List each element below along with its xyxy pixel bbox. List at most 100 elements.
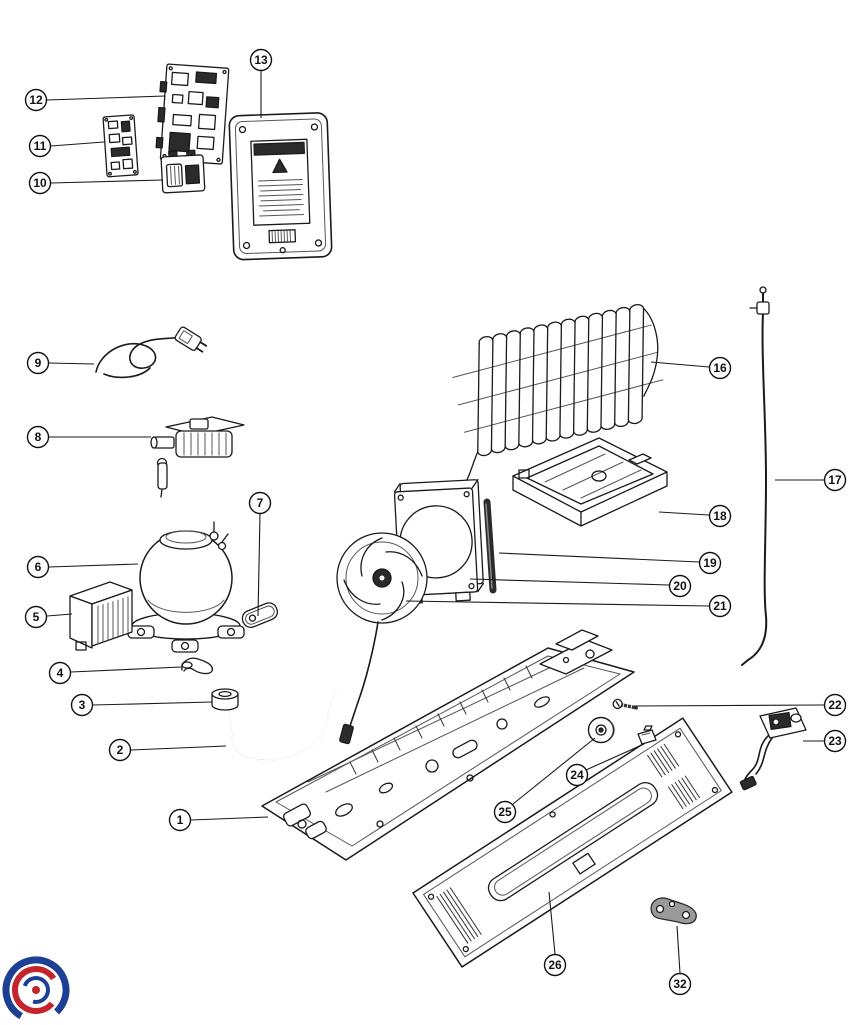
leader-line — [50, 179, 164, 184]
leader-line — [585, 743, 645, 771]
callout-25[interactable]: 25 — [493, 800, 517, 824]
long-tube — [741, 286, 770, 666]
grommet — [211, 688, 239, 711]
callout-6[interactable]: 6 — [26, 555, 50, 579]
leader-line — [548, 891, 556, 955]
switch-assembly — [739, 707, 807, 791]
callout-4-label: 4 — [57, 666, 64, 680]
drain-tube — [227, 693, 337, 762]
fan-wire — [339, 621, 379, 745]
leader-line — [633, 704, 825, 707]
callout-4[interactable]: 4 — [48, 661, 72, 685]
leader-line — [70, 666, 182, 673]
callout-12[interactable]: 12 — [24, 88, 48, 112]
callout-20-label: 20 — [673, 579, 687, 593]
brand-logo — [0, 952, 74, 1025]
callout-7[interactable]: 7 — [248, 491, 272, 515]
fan-blade — [336, 532, 428, 624]
leader-line — [512, 737, 596, 805]
callout-19[interactable]: 19 — [698, 551, 722, 575]
leader-line — [46, 95, 166, 101]
callout-13-label: 13 — [254, 53, 268, 67]
leader-line — [50, 141, 105, 147]
power-cord — [95, 326, 208, 379]
callout-17-label: 17 — [828, 473, 842, 487]
water-inlet-valve — [150, 416, 245, 498]
retainer-clip — [181, 657, 214, 675]
display-board — [102, 114, 139, 178]
leader-line — [658, 511, 710, 516]
leader-line — [257, 513, 261, 617]
callout-26-label: 26 — [548, 958, 562, 972]
callout-20[interactable]: 20 — [668, 574, 692, 598]
callout-23-label: 23 — [828, 734, 842, 748]
leader-line — [48, 362, 95, 365]
callout-3[interactable]: 3 — [70, 693, 94, 717]
base-plate — [261, 629, 635, 861]
roller — [587, 716, 615, 744]
callout-1-label: 1 — [177, 813, 184, 827]
relay-cover — [69, 581, 133, 651]
callout-1[interactable]: 1 — [168, 808, 192, 832]
callout-5[interactable]: 5 — [24, 605, 48, 629]
callout-10-label: 10 — [33, 176, 47, 190]
callout-18-label: 18 — [713, 509, 727, 523]
screw — [612, 698, 638, 710]
callout-22[interactable]: 22 — [823, 693, 847, 717]
callout-7-label: 7 — [257, 496, 264, 510]
callout-6-label: 6 — [35, 560, 42, 574]
leader-line — [48, 563, 139, 568]
leader-line — [650, 361, 710, 368]
callout-26[interactable]: 26 — [543, 953, 567, 977]
callout-5-label: 5 — [33, 610, 40, 624]
leader-line — [92, 701, 213, 706]
callout-16-label: 16 — [713, 361, 727, 375]
callout-11-label: 11 — [34, 139, 47, 153]
drain-pan — [512, 437, 668, 527]
callout-24[interactable]: 24 — [565, 763, 589, 787]
leader-line — [405, 600, 710, 607]
condenser-coil — [432, 303, 664, 499]
callout-21-label: 21 — [713, 599, 727, 613]
callout-19-label: 19 — [703, 556, 717, 570]
callout-10[interactable]: 10 — [28, 171, 52, 195]
leader-line — [469, 578, 670, 586]
callout-2[interactable]: 2 — [108, 738, 132, 762]
callout-16[interactable]: 16 — [708, 356, 732, 380]
leader-lines — [46, 71, 825, 974]
compressor — [127, 521, 245, 653]
mounting-plate — [241, 602, 278, 628]
cover-panel — [228, 112, 333, 261]
callout-2-label: 2 — [117, 743, 124, 757]
main-control-board — [155, 63, 230, 165]
callout-23[interactable]: 23 — [823, 729, 847, 753]
callout-13[interactable]: 13 — [249, 48, 273, 72]
leader-line — [190, 816, 269, 821]
rear-panel — [412, 717, 733, 968]
callout-32[interactable]: 32 — [668, 972, 692, 996]
warning-triangle-icon — [272, 158, 288, 174]
callout-8[interactable]: 8 — [26, 425, 50, 449]
callout-9[interactable]: 9 — [26, 351, 50, 375]
leader-line — [46, 613, 73, 617]
callout-24-label: 24 — [570, 768, 584, 782]
callout-18[interactable]: 18 — [708, 504, 732, 528]
handle-bracket — [650, 897, 697, 925]
mounting-clip — [637, 725, 657, 745]
heater-rod — [483, 498, 497, 594]
callout-9-label: 9 — [35, 356, 42, 370]
callout-8-label: 8 — [35, 430, 42, 444]
inverter-box — [160, 149, 206, 194]
callout-11[interactable]: 11 — [28, 134, 52, 158]
leader-line — [676, 925, 681, 974]
callout-25-label: 25 — [498, 805, 512, 819]
leader-line — [498, 552, 700, 563]
leader-line — [130, 745, 227, 751]
callout-3-label: 3 — [79, 698, 86, 712]
callout-32-label: 32 — [673, 977, 687, 991]
callout-17[interactable]: 17 — [823, 468, 847, 492]
callout-22-label: 22 — [828, 698, 842, 712]
callout-21[interactable]: 21 — [708, 594, 732, 618]
